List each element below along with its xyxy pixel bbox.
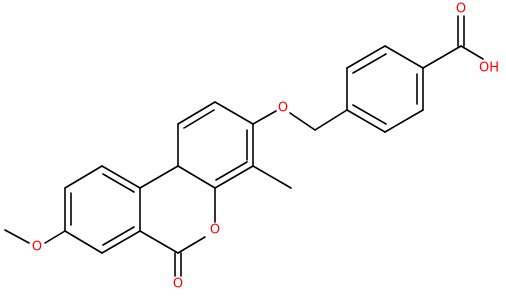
bond — [252, 165, 292, 189]
acid-hydroxyl-label: OH — [479, 61, 499, 76]
bond — [346, 45, 386, 69]
bond — [214, 165, 254, 189]
bond — [64, 230, 103, 254]
bonds — [4, 15, 484, 277]
bond — [177, 101, 216, 125]
bond — [215, 161, 248, 181]
bond — [101, 230, 141, 254]
bond — [102, 226, 135, 246]
bond — [139, 230, 179, 254]
bond — [460, 45, 484, 60]
bond — [314, 109, 348, 131]
carbonyl-oxygen-label: O — [173, 277, 183, 292]
bond — [139, 165, 179, 189]
bond — [177, 236, 206, 254]
bond — [422, 45, 462, 69]
bond — [384, 109, 424, 133]
bond — [177, 165, 216, 189]
bond — [346, 109, 386, 133]
bond — [214, 101, 254, 125]
bond — [101, 165, 141, 189]
acid-carbonyl-oxygen-label: O — [456, 2, 466, 17]
bond — [44, 230, 66, 244]
bond — [64, 165, 103, 189]
bond — [102, 173, 135, 193]
ether-oxygen-label: O — [278, 101, 288, 116]
bond — [289, 112, 316, 131]
methoxy-oxygen-label: O — [32, 240, 42, 255]
ring-oxygen-label: O — [210, 223, 220, 238]
bond — [352, 104, 387, 125]
bond — [352, 53, 387, 74]
bond — [4, 229, 30, 244]
bond — [252, 110, 277, 125]
atom-labels: O O O O O OH — [32, 2, 499, 292]
bond — [183, 109, 215, 129]
bond — [384, 45, 424, 69]
